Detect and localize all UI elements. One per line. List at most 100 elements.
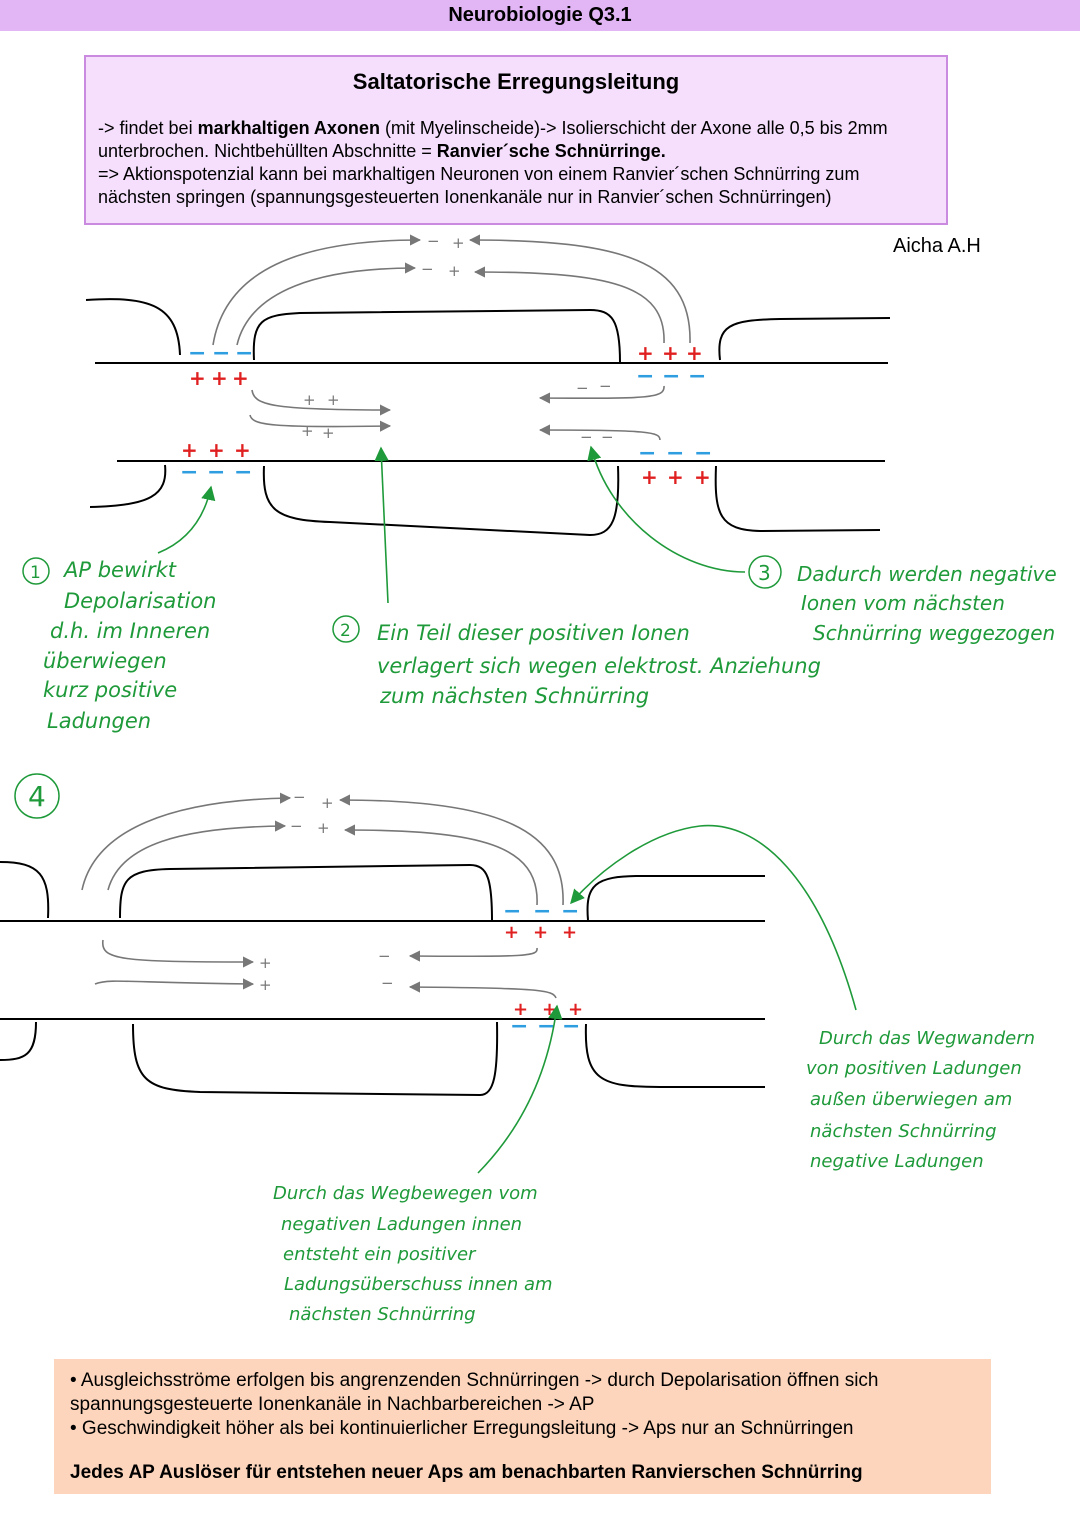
negative-charges: −: [503, 899, 521, 924]
charge-pair: −: [601, 428, 614, 446]
myelin-sheath: [89, 464, 167, 508]
number-label: 3: [758, 561, 771, 585]
note-1: 1 AP bewirkt Depolarisation d.h. im Inne…: [22, 557, 216, 733]
outer-current-arrow: [212, 234, 422, 346]
note-line: Ein Teil dieser positiven Ionen: [377, 621, 690, 645]
number-circle: [14, 773, 60, 819]
negative-charges: −: [212, 341, 230, 366]
positive-charges: +: [513, 999, 528, 1020]
myelin-sheath: [0, 1021, 37, 1061]
note-line: negative Ladungen: [810, 1151, 984, 1172]
myelin-sheath: [119, 863, 493, 922]
myelin-sheath: [85, 298, 181, 356]
note-line: überwiegen: [43, 649, 167, 673]
negative-charges: −: [537, 1014, 555, 1039]
summary-bullet: • Geschwindigkeit höher als bei kontinui…: [70, 1418, 854, 1439]
inner-current-arrow: [538, 424, 661, 441]
number-circle: [22, 557, 50, 585]
annotation-arrow: [587, 445, 746, 573]
annotation-arrow: [477, 1004, 563, 1174]
myelin-sheath: [718, 317, 891, 361]
charge-pair: −: [290, 817, 303, 835]
charge-pair: +: [327, 391, 340, 409]
outer-current-arrow: [468, 234, 691, 344]
inner-current-arrow: [251, 389, 392, 416]
inner-current-arrow: [94, 978, 255, 990]
charges-bottom: − − − + + + + + + − − −: [503, 899, 583, 1039]
summary-bullet: • Ausgleichsströme erfolgen bis angrenze…: [70, 1370, 879, 1415]
negative-charges: −: [533, 899, 551, 924]
outer-current-arrow: [236, 262, 417, 346]
negative-charges: −: [636, 364, 654, 389]
note-line: Durch das Wegwandern: [819, 1028, 1035, 1049]
negative-charges: −: [234, 460, 252, 485]
positive-charges: +: [686, 341, 703, 365]
charge-pair: +: [452, 234, 465, 252]
charge-pair: +: [321, 794, 334, 812]
negative-charges: −: [561, 899, 579, 924]
myelin-sheath: [252, 308, 621, 363]
negative-charges: −: [207, 460, 225, 485]
positive-charges: +: [181, 438, 198, 462]
outer-current-arrow: [343, 824, 538, 906]
charge-pair: −: [599, 377, 612, 395]
axon-bottom: [0, 861, 765, 1097]
positive-charges: +: [568, 999, 583, 1020]
note-line: negativen Ladungen innen: [281, 1214, 522, 1235]
number-circle: [748, 555, 782, 589]
negative-charges: −: [235, 341, 253, 366]
definition-box: Saltatorische Erregungsleitung -> findet…: [84, 55, 948, 225]
annotation-arrow: [374, 446, 389, 604]
charge-pair: +: [317, 819, 330, 837]
outer-current-arrow: [473, 266, 665, 344]
charge-pair: +: [303, 391, 316, 409]
negative-charges: −: [694, 441, 712, 466]
positive-charges: +: [562, 922, 577, 943]
note-line: d.h. im Inneren: [50, 619, 210, 643]
myelin-sheath: [714, 465, 881, 533]
small-charges-top: − + − + + + + + − − − −: [301, 232, 614, 446]
note-line: AP bewirkt: [62, 558, 177, 582]
negative-charges: −: [666, 441, 684, 466]
positive-charges: +: [662, 341, 679, 365]
charge-pair: +: [322, 424, 335, 442]
charge-pair: +: [301, 422, 314, 440]
author-name: Aicha A.H: [893, 235, 981, 257]
annotation-arrow: [157, 485, 216, 554]
note-line: nächsten Schnürring: [810, 1121, 997, 1142]
positive-charges: +: [208, 438, 225, 462]
negative-charges: −: [510, 1014, 528, 1039]
charge-pair: −: [378, 947, 391, 965]
inner-current-arrow: [538, 385, 665, 404]
note-2: 2 Ein Teil dieser positiven Ionen verlag…: [332, 615, 821, 708]
charge-pair: −: [576, 379, 589, 397]
note-line: von positiven Ladungen: [806, 1058, 1022, 1079]
note-line: kurz positive: [43, 678, 177, 702]
definition-text-2: => Aktionspotenzial kann bei markhaltige…: [98, 164, 860, 207]
charges-top: − − − + + + + + + − − − + + + − − − − − …: [180, 341, 712, 489]
positive-charges: +: [533, 922, 548, 943]
note-line: zum nächsten Schnürring: [379, 684, 649, 708]
small-charges-bottom: − + − + + + − −: [259, 788, 394, 994]
note-bottom: Durch das Wegbewegen vom negativen Ladun…: [273, 1183, 553, 1325]
note-line: Durch das Wegbewegen vom: [273, 1183, 538, 1204]
charge-pair: +: [448, 262, 461, 280]
positive-charges: +: [232, 366, 249, 390]
number-label: 1: [30, 563, 41, 583]
summary-conclusion: Jedes AP Auslöser für entstehen neuer Ap…: [70, 1462, 863, 1483]
page-title: Neurobiologie Q3.1: [0, 0, 1080, 31]
charge-pair: −: [580, 428, 593, 446]
note-line: außen überwiegen am: [810, 1089, 1012, 1110]
summary-box: • Ausgleichsströme erfolgen bis angrenze…: [54, 1359, 991, 1494]
inner-current-arrow: [101, 939, 255, 968]
positive-charges: +: [504, 922, 519, 943]
positive-charges: +: [189, 366, 206, 390]
step-4-badge: 4: [14, 773, 60, 819]
number-label: 4: [28, 780, 46, 813]
negative-charges: −: [180, 460, 198, 485]
inner-current-arrow: [408, 981, 557, 999]
charge-pair: +: [259, 954, 272, 972]
charge-pair: −: [421, 260, 434, 278]
myelin-sheath: [132, 1021, 499, 1097]
positive-charges: +: [637, 341, 654, 365]
